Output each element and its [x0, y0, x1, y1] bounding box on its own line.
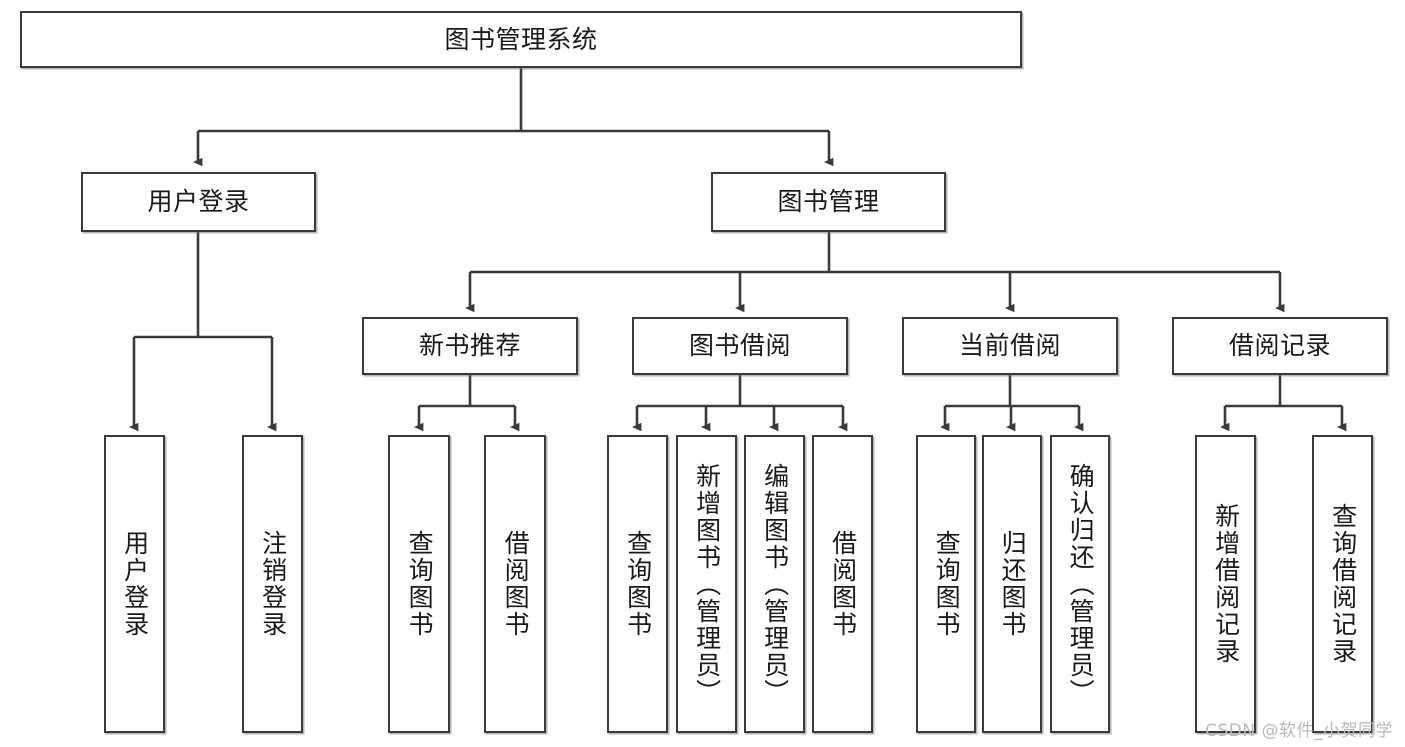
node-label: 编辑图书（管理员）	[760, 462, 790, 706]
node-label: 借阅图书	[501, 530, 531, 638]
leaf-confirm-return-admin[interactable]: 确认归还（管理员）	[1050, 435, 1110, 733]
node-label: 查询图书	[932, 530, 962, 638]
node-label: 新增借阅记录	[1211, 503, 1241, 665]
leaf-add-book-admin[interactable]: 新增图书（管理员）	[676, 435, 737, 733]
node-label: 查询借阅记录	[1328, 503, 1358, 665]
node-label: 借阅记录	[1228, 331, 1331, 360]
leaf-return-book[interactable]: 归还图书	[982, 435, 1042, 733]
node-current-borrow[interactable]: 当前借阅	[902, 317, 1118, 375]
node-root-system[interactable]: 图书管理系统	[20, 11, 1022, 68]
node-label: 查询图书	[623, 530, 653, 638]
leaf-borrow-book[interactable]: 借阅图书	[812, 435, 873, 733]
node-label: 用户登录	[120, 530, 150, 638]
node-label: 新书推荐	[418, 331, 521, 360]
leaf-user-login[interactable]: 用户登录	[104, 435, 165, 733]
node-label: 图书管理	[777, 187, 880, 216]
leaf-query-book-borrow[interactable]: 查询图书	[607, 435, 668, 733]
leaf-borrow-book-recommend[interactable]: 借阅图书	[484, 435, 546, 733]
node-label: 新增图书（管理员）	[692, 462, 722, 706]
leaf-query-book-current[interactable]: 查询图书	[916, 435, 976, 733]
node-label: 用户登录	[147, 187, 250, 216]
node-label: 当前借阅	[958, 331, 1061, 360]
node-book-management[interactable]: 图书管理	[711, 172, 946, 232]
leaf-query-book-recommend[interactable]: 查询图书	[388, 435, 450, 733]
node-new-book-recommend[interactable]: 新书推荐	[362, 317, 578, 375]
leaf-logout[interactable]: 注销登录	[242, 435, 303, 733]
leaf-add-borrow-record[interactable]: 新增借阅记录	[1195, 435, 1256, 733]
node-label: 归还图书	[998, 530, 1028, 638]
node-label: 查询图书	[405, 530, 435, 638]
node-label: 借阅图书	[828, 530, 858, 638]
node-label: 图书管理系统	[444, 24, 598, 54]
node-book-borrow[interactable]: 图书借阅	[632, 317, 848, 375]
node-label: 图书借阅	[688, 331, 791, 360]
node-label: 注销登录	[258, 530, 288, 638]
node-borrow-records[interactable]: 借阅记录	[1172, 317, 1388, 375]
leaf-query-borrow-record[interactable]: 查询借阅记录	[1312, 435, 1373, 733]
leaf-edit-book-admin[interactable]: 编辑图书（管理员）	[744, 435, 805, 733]
node-user-login[interactable]: 用户登录	[81, 172, 316, 232]
csdn-watermark: CSDN @软件_小贺同学	[1205, 721, 1393, 741]
node-label: 确认归还（管理员）	[1066, 462, 1096, 706]
